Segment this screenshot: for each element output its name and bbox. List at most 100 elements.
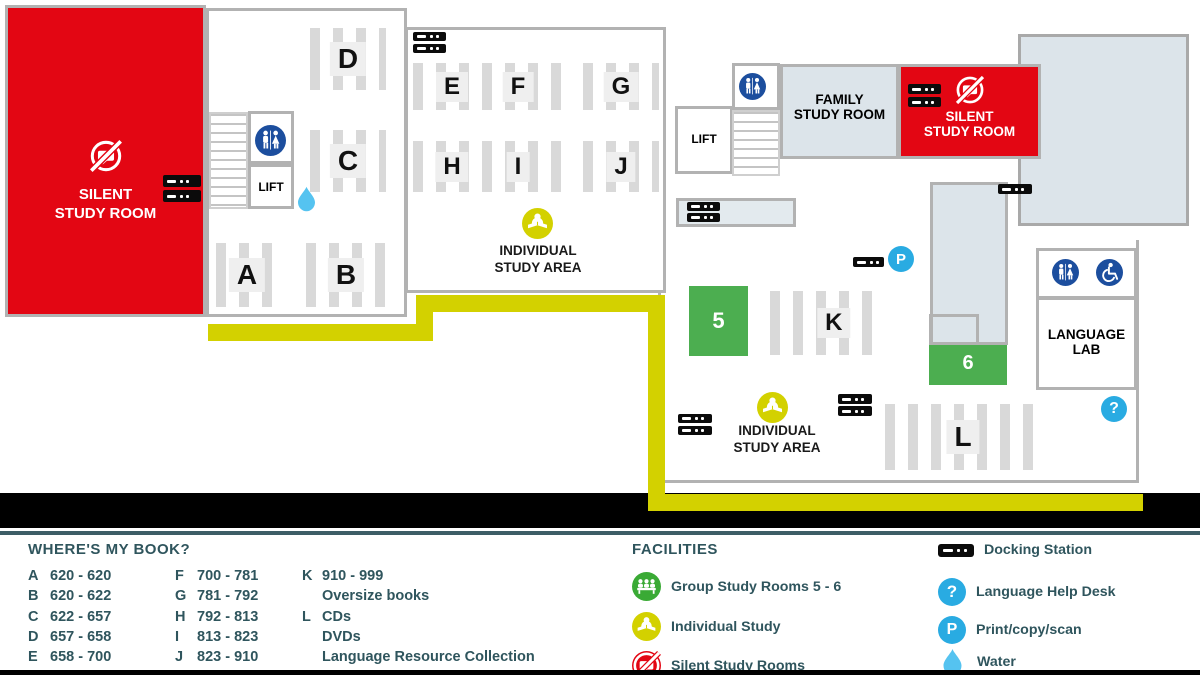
toilets-icon [1052,259,1079,286]
print-icon: P [938,616,966,644]
room-label-line: SILENT [78,186,133,203]
lift-room-left: LIFT [248,164,294,209]
print-glyph: P [895,250,906,268]
shelf-g: G [583,63,659,110]
print-copy-scan-icon: P [888,246,914,272]
shelf-letter: C [329,144,367,178]
docking-station-icon [163,190,201,202]
unlabelled-room [1018,34,1189,226]
area-label-line: INDIVIDUAL [738,423,816,438]
shelf-e-f: E F [413,63,563,110]
area-label-line: INDIVIDUAL [499,243,577,258]
docking-station-icon [413,32,446,41]
accessible-toilet-icon [1096,259,1123,286]
call-range: 910 - 999 [322,568,384,584]
room-label-line: FAMILY [815,92,864,107]
wheres-my-book-title: WHERE'S MY BOOK? [28,541,191,558]
shelf-key: J [175,649,184,666]
book-legend-row: K 910 - 999 [302,566,535,586]
language-lab-room: LANGUAGE LAB [1036,297,1137,390]
docking-station-icon [687,202,720,211]
call-range: 657 - 658 [50,628,112,645]
call-range: 792 - 813 [197,608,259,625]
water-icon [298,186,315,212]
docking-station-icon [687,213,720,222]
call-range: 658 - 700 [50,649,112,666]
question-glyph: ? [946,582,958,601]
shelf-letter: J [606,151,636,182]
book-legend-row: DVDs [302,627,535,647]
route-path-segment [648,295,665,511]
shelf-d: D [310,28,386,90]
call-range: CDs [322,608,352,625]
shelf-letter: L [946,420,980,454]
language-help-icon: ? [938,578,966,606]
shelf-key: H [175,608,186,625]
shelf-h-i: H I [413,141,563,192]
group-study-room-5: 5 [689,286,748,356]
silent-study-room-left: SILENT STUDY ROOM [5,5,206,317]
call-range: 622 - 657 [50,608,112,625]
room-label: LANGUAGE LAB [1039,327,1134,357]
lift-label: LIFT [258,180,284,194]
shelf-letter: I [506,151,530,182]
shelf-key: I [175,628,180,645]
shelf-letter: A [228,258,266,292]
call-range: 620 - 620 [50,568,112,584]
lift-room-right: LIFT [675,106,733,174]
docking-station-icon [938,543,974,557]
call-range: 700 - 781 [197,568,259,584]
facility-item: Individual Study [632,612,781,641]
shelf-letter: K [817,308,851,338]
call-range: Language Resource Collection [322,649,535,666]
area-label-line: STUDY AREA [733,439,821,455]
shelf-letter: D [329,42,367,76]
shelf-key: D [28,628,39,645]
call-range: 620 - 622 [50,588,112,605]
print-glyph: P [946,621,958,638]
route-path-segment [648,494,1143,511]
shelf-key: E [28,649,38,666]
call-range: DVDs [322,628,361,645]
room-label-line: SILENT [945,109,994,124]
book-legend-row: Oversize books [302,586,535,606]
service-item: ? Language Help Desk [938,578,1116,606]
book-legend-row: H 792 - 813 [175,607,258,627]
lift-label: LIFT [691,132,717,146]
facility-label: Individual Study [671,618,781,635]
room-label: SILENT STUDY ROOM [8,185,203,223]
toilets-icon [255,125,286,156]
shelf-key: A [28,568,39,584]
shelf-key: K [302,568,313,584]
no-talking-icon [89,139,123,173]
family-study-room: FAMILY STUDY ROOM [780,64,899,159]
shelf-a: A [216,243,278,307]
service-item: P Print/copy/scan [938,616,1082,644]
book-legend-row: B 620 - 622 [28,586,111,606]
service-label: Print/copy/scan [976,622,1082,638]
route-path-segment [208,324,433,341]
divider-line [0,531,1200,535]
room-label-line: STUDY ROOM [923,124,1016,139]
docking-station-icon [678,414,712,423]
service-label: Language Help Desk [976,584,1116,600]
docking-station-icon [908,97,941,107]
docking-station-icon [413,44,446,53]
docking-station-icon [678,426,712,435]
call-range: 813 - 823 [197,628,259,645]
room-label-line: LANGUAGE [1047,327,1126,342]
area-label-line: STUDY AREA [494,259,582,275]
call-range: 781 - 792 [197,588,259,605]
shelf-key: B [28,588,39,605]
book-legend-row: Language Resource Collection [302,647,535,667]
docking-station-icon [163,175,201,187]
shelf-l: L [885,404,1041,470]
room-label: FAMILY STUDY ROOM [783,92,896,122]
service-label: Docking Station [984,542,1092,558]
